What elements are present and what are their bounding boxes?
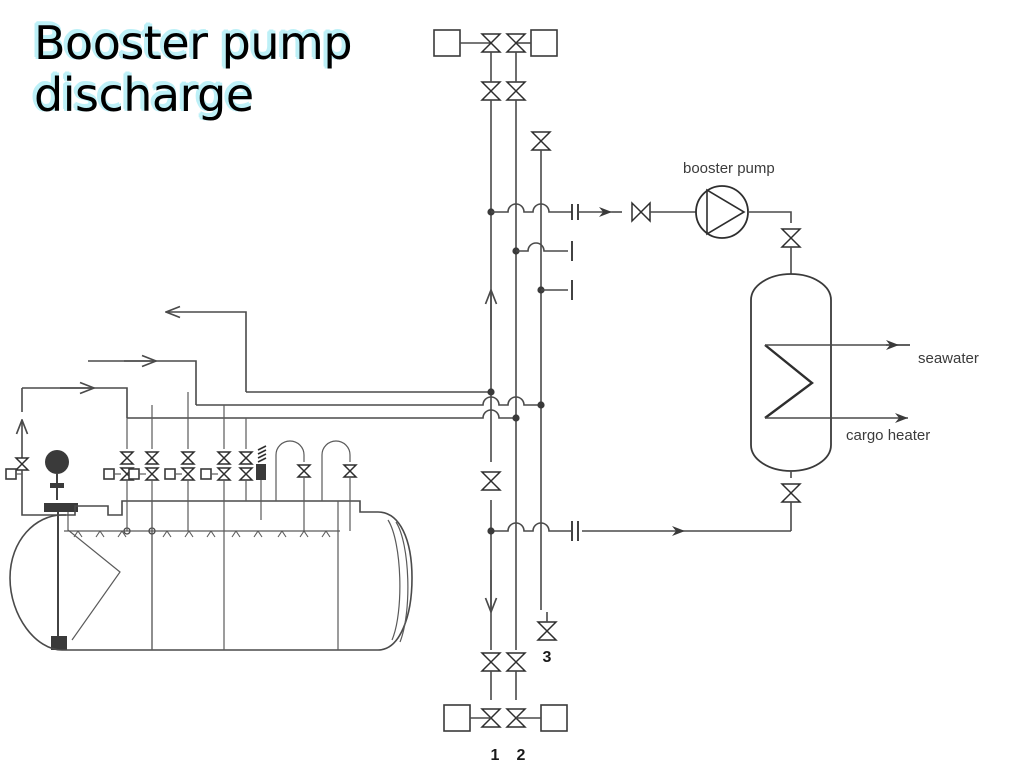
- valve-heater-outlet[interactable]: [781, 483, 801, 503]
- valve-tank-top-2b[interactable]: [145, 467, 159, 481]
- valve-vent-hook-2[interactable]: [343, 464, 357, 478]
- blank-flange-bottom-left[interactable]: [443, 704, 471, 732]
- valve-top-mid-lower[interactable]: [506, 81, 526, 101]
- left-loop-to-tank: [21, 470, 66, 516]
- tank-to-riser-crossovers: [127, 388, 545, 422]
- valve-tank-top-1[interactable]: [120, 451, 134, 465]
- pump-discharge-line: [748, 211, 801, 278]
- valve-tank-top-5b[interactable]: [239, 467, 253, 481]
- tank-top-valve-stacks: [103, 392, 253, 650]
- valve-booster-suction[interactable]: [631, 202, 651, 222]
- tank-line-c-to-riser-mid: [127, 409, 516, 419]
- seawater-label: seawater: [918, 350, 979, 367]
- deepwell-pump: [44, 450, 121, 650]
- branch-booster-suction: [487, 202, 696, 222]
- deepwell-pump-deck-flange: [44, 503, 78, 512]
- blank-flange-top-right[interactable]: [530, 29, 558, 57]
- tee-junction-right-riser-405: [537, 401, 545, 409]
- manifold-label-3: 3: [543, 649, 552, 666]
- tee-junction-left-riser-531: [487, 527, 495, 535]
- left-return-loop: [5, 388, 66, 516]
- valve-handle-3[interactable]: [164, 468, 176, 480]
- cargo-tank-shell: [9, 511, 413, 651]
- cargo-heater-label: cargo heater: [846, 427, 930, 444]
- heater-return-to-riser: [491, 522, 572, 532]
- cargo-tank: [9, 500, 413, 651]
- vapour-return-riser: [196, 311, 247, 392]
- branch-spare-connections: [512, 241, 573, 300]
- valve-handle-2[interactable]: [128, 468, 140, 480]
- valve-handle-1[interactable]: [103, 468, 115, 480]
- valve-heater-inlet[interactable]: [781, 228, 801, 248]
- deepwell-pump-suction-foot: [51, 636, 67, 650]
- tee-junction-mid-riser-418: [512, 414, 520, 422]
- valve-tank-top-3[interactable]: [181, 451, 195, 465]
- manifold-label-2: 2: [517, 747, 526, 764]
- tee-junction-left-riser-392: [487, 388, 495, 396]
- valve-handle-left-loop[interactable]: [5, 468, 17, 480]
- valve-left-loop[interactable]: [15, 457, 29, 471]
- manifold-top: [433, 29, 558, 151]
- risers: [481, 100, 542, 650]
- branch-line-to-booster-suction: [491, 203, 572, 213]
- blank-flange-bottom-right[interactable]: [540, 704, 568, 732]
- deepwell-pump-discharge-internal: [67, 512, 121, 641]
- vent-hook-1: [275, 440, 305, 501]
- booster-pump-casing: [695, 185, 749, 239]
- booster-pump[interactable]: [695, 185, 749, 239]
- discharge-line-to-heater-valve: [748, 211, 792, 223]
- valve-tank-top-4b[interactable]: [217, 467, 231, 481]
- cargo-tank-head-seam-2: [395, 521, 409, 643]
- valve-tank-top-5[interactable]: [239, 451, 253, 465]
- valve-riser-left-inline[interactable]: [481, 471, 501, 491]
- spray-nozzles: [73, 530, 331, 538]
- valve-top-right-vapour[interactable]: [531, 131, 551, 151]
- valve-tank-top-4[interactable]: [217, 451, 231, 465]
- cargo-tank-head-seam-1: [387, 519, 401, 641]
- valve-top-left-lower[interactable]: [481, 81, 501, 101]
- deepwell-pump-coupling: [50, 483, 64, 488]
- valve-bottom-line1-upper[interactable]: [481, 652, 501, 672]
- valve-tank-top-3b[interactable]: [181, 467, 195, 481]
- relief-valve-spring: [257, 445, 267, 463]
- cargo-tank-deck-profile: [62, 500, 378, 516]
- header-b-deck-run: [88, 360, 197, 405]
- cargo-heater-shell: [750, 273, 832, 472]
- blank-flange-top-left[interactable]: [433, 29, 461, 57]
- cargo-heater: [750, 273, 910, 531]
- valve-bottom-line3[interactable]: [537, 621, 557, 641]
- tank-vent-hooks: [275, 440, 357, 531]
- valve-tank-top-2[interactable]: [145, 451, 159, 465]
- valve-bottom-line2-upper[interactable]: [506, 652, 526, 672]
- vent-hook-2: [321, 440, 351, 501]
- booster-pump-impeller-symbol: [706, 188, 746, 236]
- deck-header-lines: [22, 311, 247, 418]
- safety-relief-valve[interactable]: [256, 445, 267, 520]
- valve-handle-4[interactable]: [200, 468, 212, 480]
- manifold-bottom: [443, 612, 568, 732]
- heater-return-line: [487, 521, 791, 541]
- header-c-deck-run: [22, 387, 128, 418]
- branch-line-spare-251: [516, 242, 568, 252]
- cargo-heater-coil: [764, 344, 814, 419]
- tank-line-b-to-riser-right: [196, 396, 541, 406]
- booster-pump-label: booster pump: [683, 160, 775, 177]
- manifold-label-1: 1: [491, 747, 500, 764]
- valve-vent-hook-1[interactable]: [297, 464, 311, 478]
- deepwell-pump-motor: [45, 450, 69, 474]
- relief-valve-body: [256, 464, 266, 480]
